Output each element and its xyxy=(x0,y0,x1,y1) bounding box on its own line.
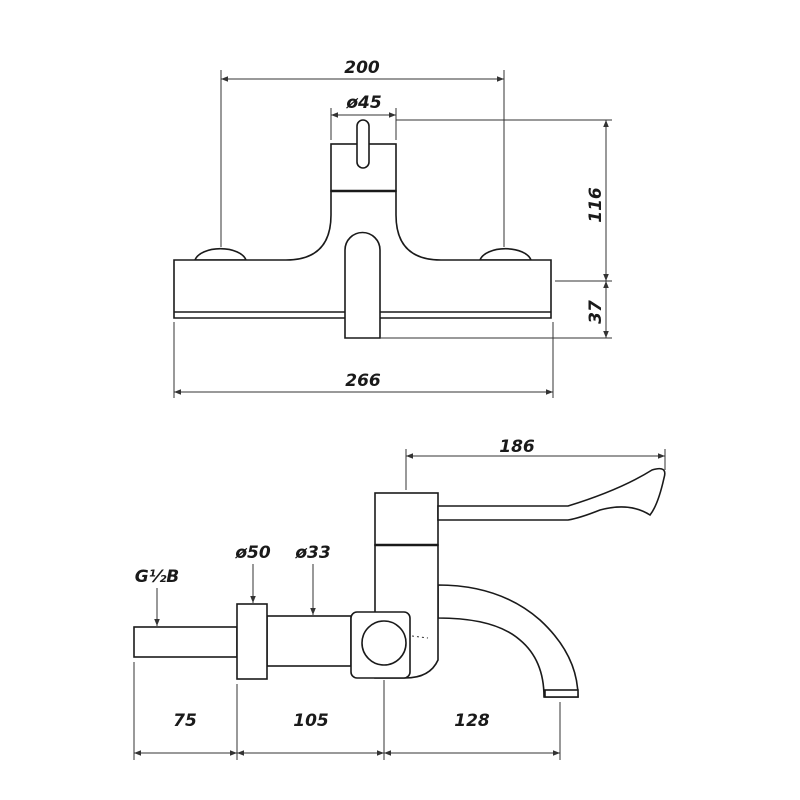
dimension-200: 200 xyxy=(220,58,505,247)
bottom-dimensions: 75 105 128 xyxy=(133,662,561,760)
dim-label-128: 128 xyxy=(454,711,490,731)
dim-label-200: 200 xyxy=(344,58,380,78)
faucet-front-outline xyxy=(173,119,552,339)
label-diameter-50: ø50 xyxy=(234,543,271,563)
callout-pipe-diameter: ø33 xyxy=(294,543,331,615)
dim-label-75: 75 xyxy=(173,711,197,731)
dim-label-116: 116 xyxy=(586,187,606,223)
dimension-diameter-45: ø45 xyxy=(330,93,397,140)
dim-label-105: 105 xyxy=(293,711,329,731)
dimension-116-37: 116 37 xyxy=(380,119,612,339)
dim-label-186: 186 xyxy=(499,437,535,457)
dimension-186: 186 xyxy=(405,437,666,490)
dimension-266: 266 xyxy=(173,322,554,398)
dim-label-diameter-45: ø45 xyxy=(345,93,381,113)
callout-thread: G½B xyxy=(135,567,180,626)
faucet-side-outline xyxy=(133,467,666,698)
callout-flange-diameter: ø50 xyxy=(234,543,271,603)
label-thread-g-half-b: G½B xyxy=(135,567,180,587)
dim-label-37: 37 xyxy=(586,300,606,324)
front-view: 200 ø45 116 37 266 xyxy=(173,58,612,398)
side-view: 186 G½B ø50 ø33 75 105 128 xyxy=(133,437,666,760)
label-diameter-33: ø33 xyxy=(294,543,330,563)
dim-label-266: 266 xyxy=(345,371,381,391)
